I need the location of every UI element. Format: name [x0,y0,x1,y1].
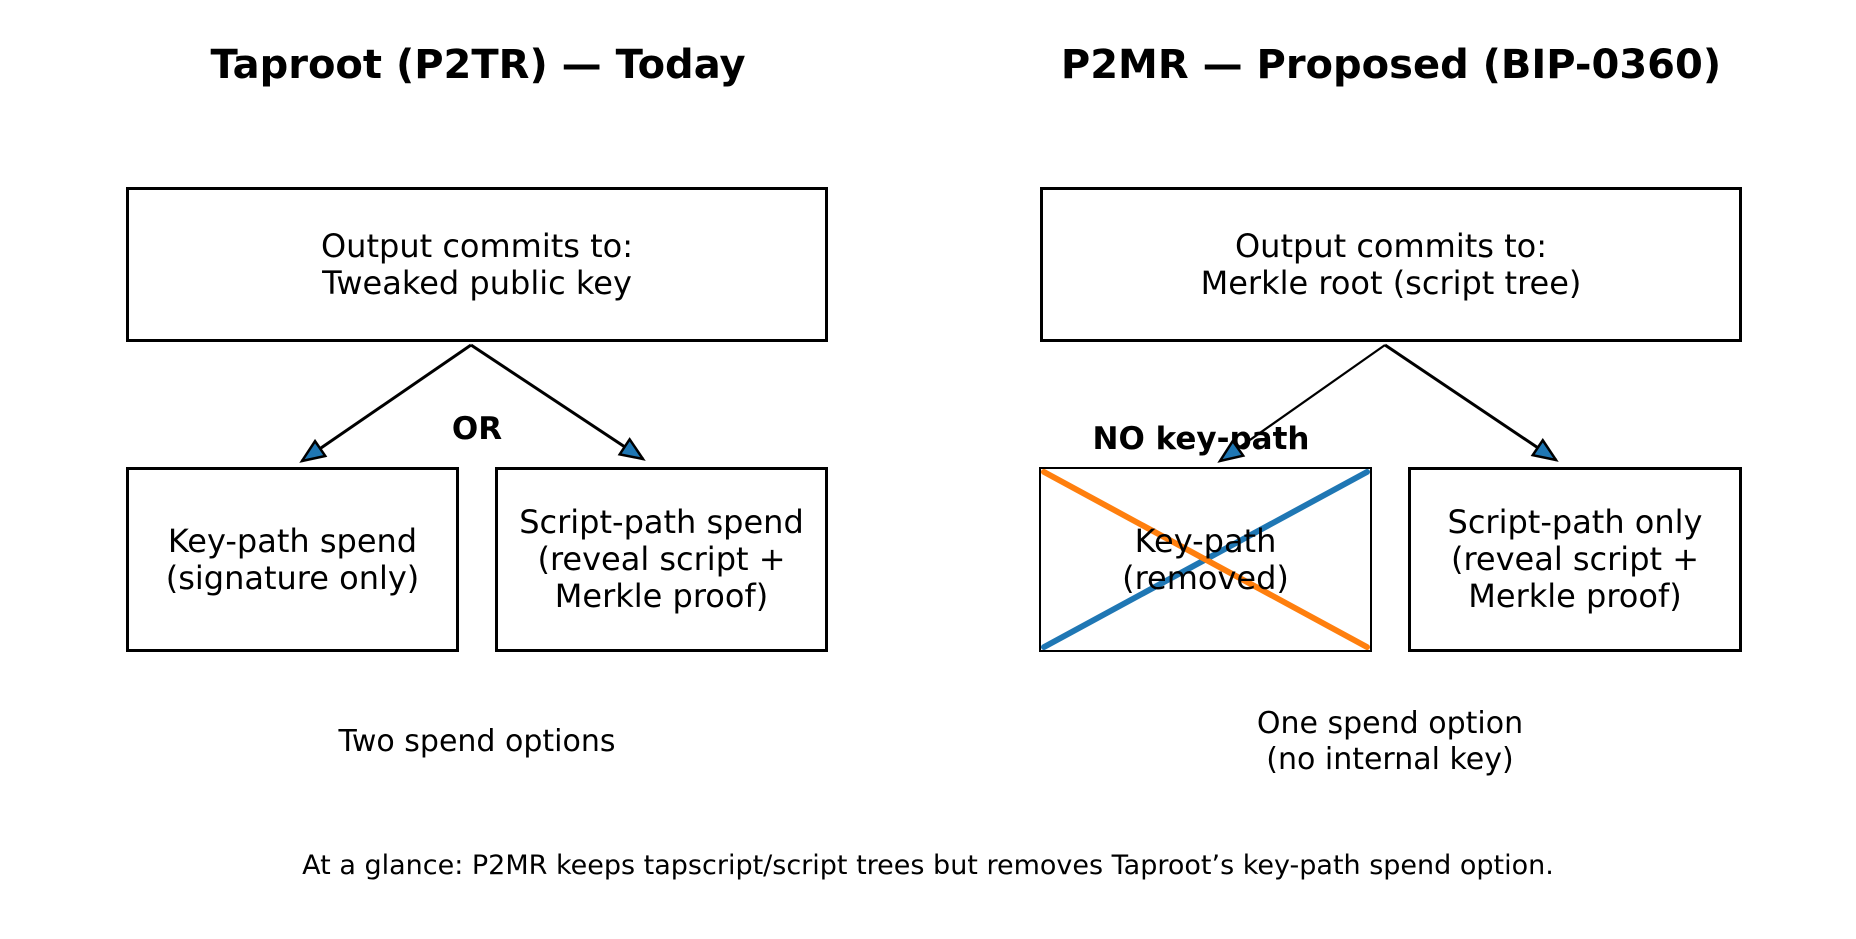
no-key-path-label: NO key-path [1092,421,1310,457]
taproot-caption: Two spend options [338,724,615,760]
p2mr-panel-title: P2MR — Proposed (BIP-0360) [1060,42,1722,88]
p2mr-output-commit-line2: Merkle root (script tree) [1200,263,1582,302]
at-a-glance-note: At a glance: P2MR keeps tapscript/script… [302,850,1554,881]
taproot-output-commit-box: Output commits to: Tweaked public key [126,187,828,342]
taproot-key-path-line1: Key-path spend [167,521,418,560]
p2mr-script-path-line2: (reveal script + [1450,540,1700,578]
cross-out-orange-line [1041,469,1370,650]
p2mr-script-path-only-box: Script-path only (reveal script + Merkle… [1408,467,1742,652]
p2mr-caption-line2: (no internal key) [1266,742,1514,777]
p2mr-key-path-removed-box: Key-path (removed) [1039,467,1372,652]
p2mr-key-path-line1: Key-path [1134,521,1277,560]
taproot-panel-title: Taproot (P2TR) — Today [210,42,746,88]
p2mr-script-path-line3: Merkle proof) [1468,577,1682,615]
taproot-output-commit-line1: Output commits to: [320,226,634,265]
taproot-key-path-spend-box: Key-path spend (signature only) [126,467,459,652]
p2mr-key-path-line2: (removed) [1122,558,1289,597]
or-branch-label: OR [451,411,503,447]
p2mr-caption-line1: One spend option [1256,706,1524,741]
taproot-key-path-line2: (signature only) [165,558,420,597]
taproot-script-path-spend-box: Script-path spend (reveal script + Merkl… [495,467,828,652]
p2mr-caption: One spend option (no internal key) [1257,706,1523,778]
p2mr-arrow-to-script-path [1384,343,1559,462]
taproot-caption-line1: Two spend options [338,724,616,759]
cross-out-icon [1041,469,1370,650]
p2mr-output-commit-line1: Output commits to: [1234,226,1548,265]
p2mr-script-path-line1: Script-path only [1447,503,1703,541]
taproot-output-commit-line2: Tweaked public key [322,263,632,302]
p2mr-output-commit-box: Output commits to: Merkle root (script t… [1040,187,1742,342]
taproot-script-path-line2: (reveal script + [537,540,786,578]
taproot-script-path-line3: Merkle proof) [554,577,769,615]
taproot-arrow-to-key-path [299,343,472,463]
taproot-script-path-line1: Script-path spend [519,503,804,541]
